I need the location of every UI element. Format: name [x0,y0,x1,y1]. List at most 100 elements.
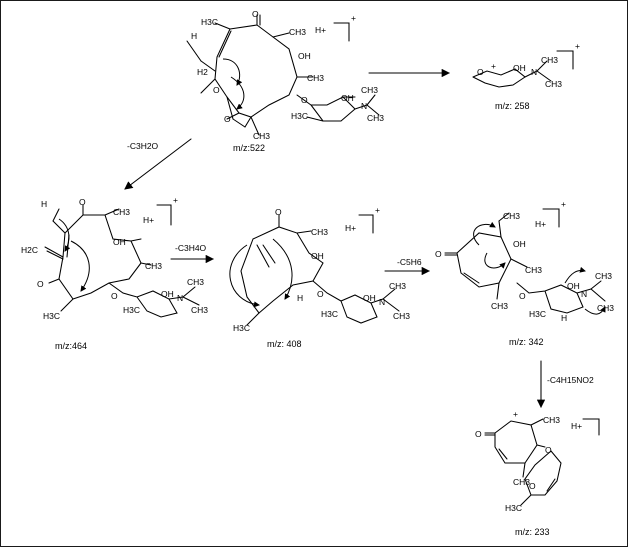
compound-464: O CH3 H H2C O OH CH3 H3C O OH N CH3 CH3 … [21,195,208,351]
glycosidic-oxygen-522: O [301,95,308,105]
sugar-methyl-408: H3C [321,309,338,319]
methyl-522-a: H3C [201,17,218,27]
amine-n-342: N [581,289,587,299]
hydroxyl-464: OH [113,237,126,247]
charge-site-233: + [513,409,518,419]
mz-label-258: m/z: 258 [495,101,530,111]
methyl-464-b: CH3 [145,261,162,271]
step-label-c4h15no2: -C4H15NO2 [547,375,594,385]
methyl-522-d: CH3 [253,131,270,141]
charge-bracket-522 [333,22,350,42]
step-label-c3h2o: -C3H2O [127,141,159,151]
compound-522: O H3C CH3 OH CH3 H H2 O O CH3 O OH N CH3… [186,9,384,153]
ring-oxygen-522: O [213,85,220,95]
methylene-464: H2C [21,245,38,255]
glycosidic-oxygen-408: O [317,289,324,299]
h-atom-342: H [561,313,567,323]
cyclohexenone-233 [494,420,538,464]
charge-464: + [173,195,178,205]
electron-arrow-342-b [484,252,506,269]
methyl-522-b: CH3 [289,27,306,37]
step-label-c5h6: -C5H6 [397,257,422,267]
electron-arrow-342-c [564,266,586,284]
electron-arrow-464-a [70,240,90,292]
methyl-342-a: CH3 [503,211,520,221]
proton-233: H+ [571,421,582,431]
mz-label-233: m/z: 233 [515,527,550,537]
n-methyl-342-a: CH3 [595,271,612,281]
charge-bracket-258 [556,50,574,70]
sugar-methyl-522: H3C [291,111,308,121]
methyl-342-c: CH3 [491,301,508,311]
proton-464: H+ [143,215,154,225]
charge-522: + [351,13,356,23]
mz-label-408: m/z: 408 [267,339,302,349]
ketone-oxygen-464: O [79,197,86,207]
glycosidic-oxygen-342: O [519,291,526,301]
methyl-522-c: CH3 [307,73,324,83]
ketone-oxygen-408: O [275,207,282,217]
methyl-408-a: CH3 [311,227,328,237]
methyl-342-b: CH3 [525,265,542,275]
sugar-hydroxyl-342: OH [567,281,580,291]
electron-arrow-342-d [584,306,606,315]
proton-408: H+ [345,223,356,233]
pyran-oxygen-233: O [529,481,536,491]
methyl-233-c: H3C [505,503,522,513]
sugar-ring-522 [296,94,380,122]
amine-n-258: N [531,67,537,77]
electron-arrow-342-a [473,221,496,246]
charge-site-258: + [491,61,496,71]
methyl-408-b: H3C [233,323,250,333]
charge-bracket-233 [582,418,600,436]
charge-bracket-464 [156,204,172,226]
n-methyl-408-b: CH3 [393,311,410,321]
ketone-oxygen-233: O [475,429,482,439]
amine-n-408: N [379,297,385,307]
ketone-oxygen-342: O [435,249,442,259]
electron-arrow-522-a [230,76,245,110]
sugar-methyl-464: H3C [123,305,140,315]
h-atom-522: H [191,31,197,41]
electron-arrow-408-a [229,244,260,308]
mz-label-464: m/z:464 [55,341,87,351]
n-methyl-408-a: CH3 [389,281,406,291]
compound-233: O + CH3 CH3 O O H3C H+ m/z: 233 [475,409,600,537]
hydroxyl-342: OH [513,239,526,249]
compound-258: O + OH N CH3 CH3 + m/z: 258 [472,41,580,111]
methyl-233-b: CH3 [513,477,530,487]
hydroxyl-522: OH [298,51,311,61]
ring-oxygen-464: O [37,279,44,289]
n-methyl-522-b: CH3 [367,113,384,123]
mz-label-342: m/z: 342 [509,337,544,347]
hydroxyl-408: OH [311,251,324,261]
n-methyl-258-b: CH3 [545,79,562,89]
methyl-233-a: CH3 [543,415,560,425]
compound-342: O CH3 OH CH3 CH3 O OH N CH3 CH3 H H3C H+… [435,199,614,347]
macrocycle-408 [240,226,324,314]
ether-oxygen-233: O [545,445,552,455]
macrocycle-464 [58,214,142,300]
step-label-c3h4o: -C3H4O [175,243,207,253]
compound-408: O CH3 OH H3C H O OH N CH3 CH3 H3C H+ + m… [229,205,410,349]
charge-bracket-408 [358,214,374,234]
charge-342: + [561,199,566,209]
charge-258: + [575,41,580,51]
electron-arrow-522-b [222,58,243,86]
glycosidic-oxygen-464: O [111,291,118,301]
sugar-hydroxyl-408: OH [363,293,376,303]
sugar-hydroxyl-522: OH [341,93,354,103]
charge-bracket-342 [542,208,560,228]
ring-342 [456,232,512,288]
n-methyl-342-b: CH3 [597,303,614,313]
proton-342: H+ [535,219,546,229]
ketone-oxygen-522: O [252,9,259,19]
n-methyl-258-a: CH3 [541,55,558,65]
proton-522: H+ [315,25,326,35]
methyl-464-a: CH3 [113,207,130,217]
sugar-methyl-342: H3C [529,309,546,319]
ring-oxygen-258: O [477,67,484,77]
electron-arrow-464-b [58,218,71,252]
